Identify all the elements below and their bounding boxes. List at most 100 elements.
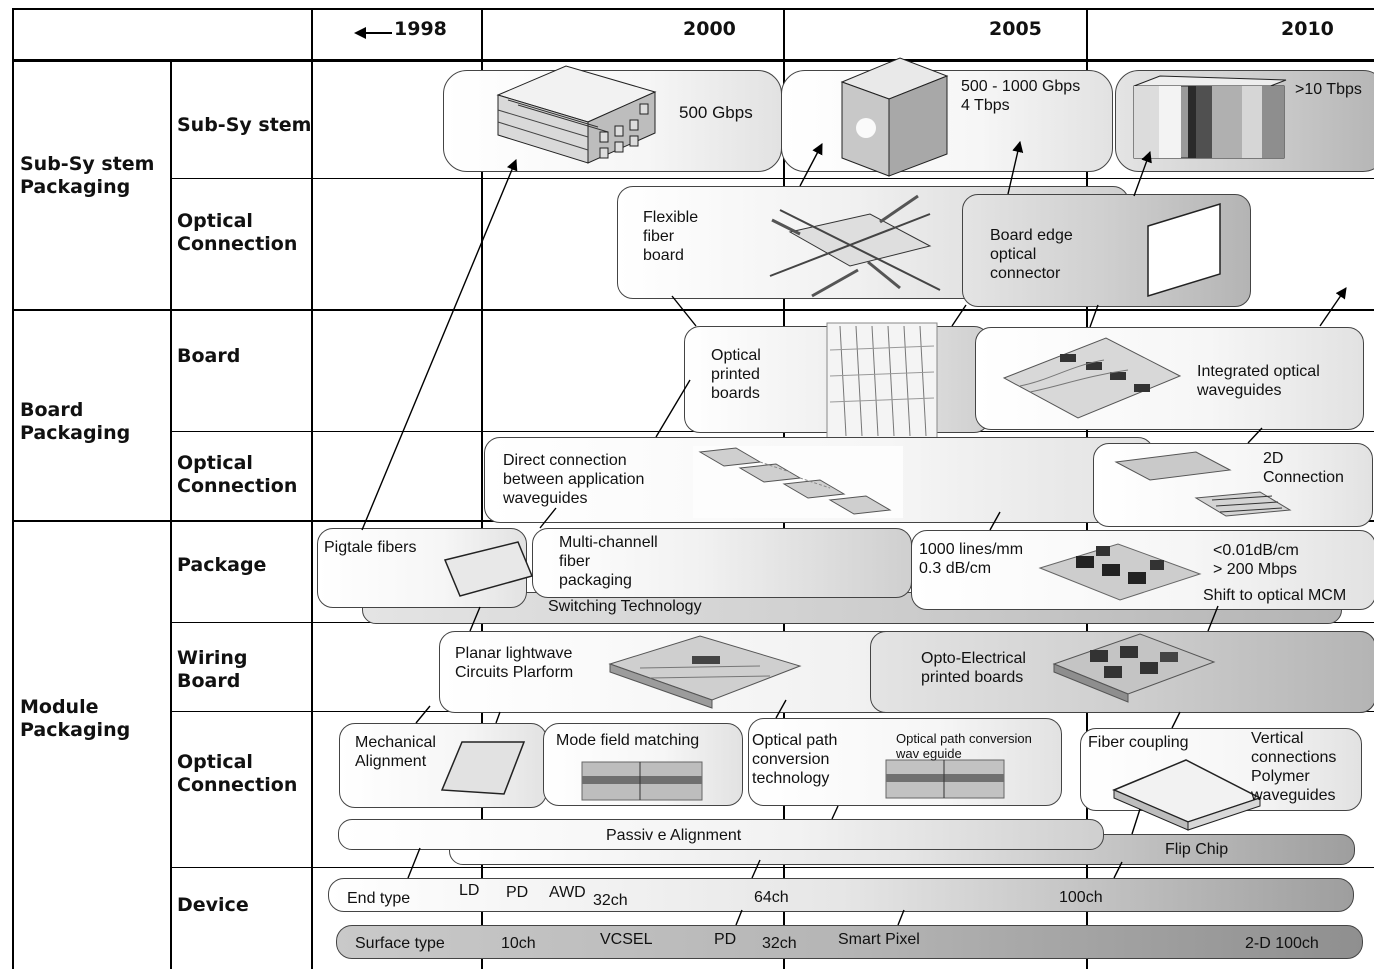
loss-rate-label: <0.01dB/cm > 200 Mbps xyxy=(1213,542,1299,578)
link-2d-connection xyxy=(1247,427,1263,444)
link-device-surface xyxy=(735,909,743,926)
ch100-label: 100ch xyxy=(1059,889,1103,906)
flip-chip-label: Flip Chip xyxy=(1165,841,1229,858)
link-vertical-down xyxy=(1131,808,1141,835)
rack-icon xyxy=(1133,75,1287,159)
link-flexible-to-optical-boards xyxy=(671,295,697,327)
optical-printed-board-icon xyxy=(826,322,938,440)
arrow-board-to-subsystem-2010 xyxy=(1319,287,1347,327)
optical-mcm-label: Shift to optical MCM xyxy=(1203,587,1347,604)
ch32-label: 32ch xyxy=(593,892,628,909)
arrow-to-subsystem-2005 xyxy=(799,143,823,187)
planar-lightwave-platform-icon xyxy=(608,635,802,709)
row-optical-connection-2: Optical Connection xyxy=(177,452,298,497)
link-optical-boards-to-direct xyxy=(655,379,691,438)
link-integrated xyxy=(1089,304,1099,328)
pigtale-fibers-label: Pigtale fibers xyxy=(324,539,417,556)
vcsel-label: VCSEL xyxy=(600,931,653,948)
grid-1998-divider xyxy=(311,8,313,969)
flexible-fiber-board-icon xyxy=(769,194,941,298)
optical-mcm-icon xyxy=(1038,543,1202,601)
row-divider xyxy=(170,867,1374,868)
row-wiring-board: Wiring Board xyxy=(177,647,248,692)
passive-alignment-bar xyxy=(338,819,1104,850)
year-header-2000: 2000 xyxy=(683,18,736,40)
integrated-waveguide-icon xyxy=(1002,337,1182,419)
arrow-to-subsystem-2010 xyxy=(1133,150,1152,197)
ld-label: LD xyxy=(459,882,480,899)
surface-type-bar xyxy=(336,925,1363,959)
group-module-packaging: Module Packaging xyxy=(20,696,131,741)
ch32-surface-label: 32ch xyxy=(762,935,797,952)
year-header-2010: 2010 xyxy=(1281,18,1334,40)
group-divider xyxy=(12,309,1374,311)
board-edge-connector-label: Board edge optical connector xyxy=(990,227,1073,282)
lines-per-mm-label: 1000 lines/mm 0.3 dB/cm xyxy=(919,541,1024,577)
optical-mcm-box xyxy=(911,530,1374,610)
mechanical-alignment-label: Mechanical Alignment xyxy=(355,734,436,770)
grid-2000-divider xyxy=(481,8,483,969)
arrow-to-subsystem-2005b xyxy=(1007,140,1024,195)
optical-path-waveguide-photo-icon xyxy=(885,759,1005,799)
link-mechanical-up xyxy=(415,705,431,724)
row-package: Package xyxy=(177,554,267,576)
planar-lightwave-label: Planar lightwave Circuits Plarform xyxy=(455,645,574,681)
pigtale-fiber-chip-icon xyxy=(443,541,534,597)
grid-category-divider xyxy=(170,60,172,969)
switching-technology-label: Switching Technology xyxy=(548,598,702,615)
stacked-boards-icon xyxy=(496,65,657,164)
end-type-bar xyxy=(328,878,1354,912)
ch64-label: 64ch xyxy=(754,889,789,906)
multichannel-packaging-box xyxy=(532,528,912,598)
link-mode-up xyxy=(495,711,501,724)
mode-field-matching-label: Mode field matching xyxy=(556,732,700,749)
integrated-waveguides-label: Integrated optical waveguides xyxy=(1197,363,1320,399)
mode-field-matching-photo-icon xyxy=(581,761,703,801)
mechanical-alignment-chip-icon xyxy=(440,741,526,795)
pd-label: PD xyxy=(506,884,529,901)
twod-connection-label: 2D Connection xyxy=(1263,450,1344,486)
grid-left-border xyxy=(12,8,14,969)
row-optical-connection-1: Optical Connection xyxy=(177,210,298,255)
fiber-coupling-label: Fiber coupling xyxy=(1088,734,1189,751)
link-device-ld xyxy=(407,847,421,879)
cube-icon xyxy=(840,57,949,177)
pd-surface-label: PD xyxy=(714,931,737,948)
row-board: Board xyxy=(177,345,241,367)
subsystem-rate-2010: >10 Tbps xyxy=(1295,81,1362,98)
link-board-edge xyxy=(951,304,967,327)
link-planar-up xyxy=(469,606,481,632)
opto-electrical-board-icon xyxy=(1052,633,1216,703)
link-device-64 xyxy=(751,859,761,879)
link-passive-up xyxy=(831,805,839,820)
group-board-packaging: Board Packaging xyxy=(20,399,131,444)
year-header-1998: 1998 xyxy=(354,18,447,40)
link-device-100 xyxy=(1113,861,1123,879)
board-edge-connector-icon xyxy=(1147,202,1221,298)
vertical-connections-label: Vertical connections Polymer waveguides xyxy=(1251,730,1337,804)
smart-pixel-label: Smart Pixel xyxy=(838,931,920,948)
row-device: Device xyxy=(177,894,249,916)
optical-path-technology-label: Optical path conversion technology xyxy=(752,732,838,787)
end-type-label: End type xyxy=(347,890,411,907)
row-subsystem: Sub-Sy stem xyxy=(177,114,312,136)
row-divider xyxy=(170,178,1374,179)
link-device-smart xyxy=(897,909,905,926)
grid-top-border xyxy=(12,8,1374,10)
surface-type-label: Surface type xyxy=(355,935,445,952)
passive-alignment-label: Passiv e Alignment xyxy=(606,827,742,844)
opto-electrical-label: Opto-Electrical printed boards xyxy=(921,650,1026,686)
link-multichannel-to-direct xyxy=(539,507,557,529)
grid-header-divider xyxy=(12,59,1374,62)
left-arrow-icon xyxy=(354,23,392,39)
direct-connection-waveguide-icon xyxy=(693,446,903,518)
fiber-coupling-chip-icon xyxy=(1112,759,1262,831)
